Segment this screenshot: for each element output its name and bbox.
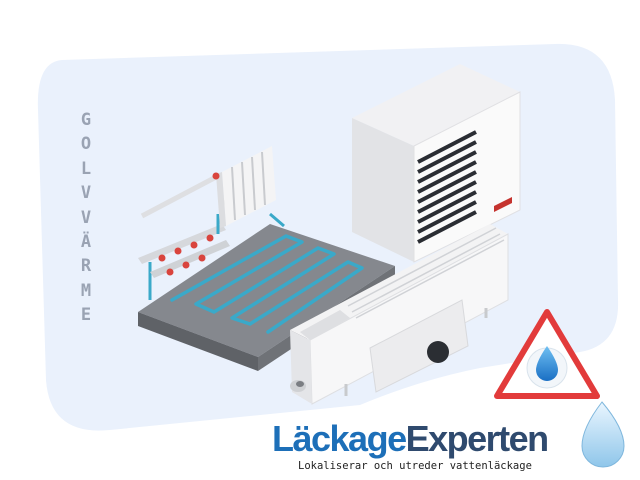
label-letter: R xyxy=(80,256,92,277)
brand-tagline: Lokaliserar och utreder vattenläckage xyxy=(298,460,532,472)
brand-name-part2: Experten xyxy=(405,418,550,459)
label-letter: V xyxy=(80,207,92,228)
brand-name-part1: Läckage xyxy=(272,418,407,459)
pipe-feed xyxy=(148,212,285,300)
warning-triangle-water-drop-icon xyxy=(494,309,600,399)
golvvarme-vertical-label: G O L V V Ä R M E xyxy=(72,108,100,328)
heat-pump-unit xyxy=(352,64,521,263)
heating-pipe xyxy=(170,234,364,334)
label-letter: M xyxy=(80,280,92,301)
fan-convector xyxy=(290,224,509,405)
label-letter: G xyxy=(80,110,92,130)
label-letter: V xyxy=(80,183,92,204)
label-letter: E xyxy=(80,305,92,326)
label-letter: Ä xyxy=(80,231,92,252)
radiator xyxy=(140,146,276,228)
label-letter: O xyxy=(80,134,92,155)
brand-logo-text: LäckageExperten xyxy=(272,418,550,459)
water-drop-icon xyxy=(581,401,625,468)
label-letter: L xyxy=(80,158,92,179)
